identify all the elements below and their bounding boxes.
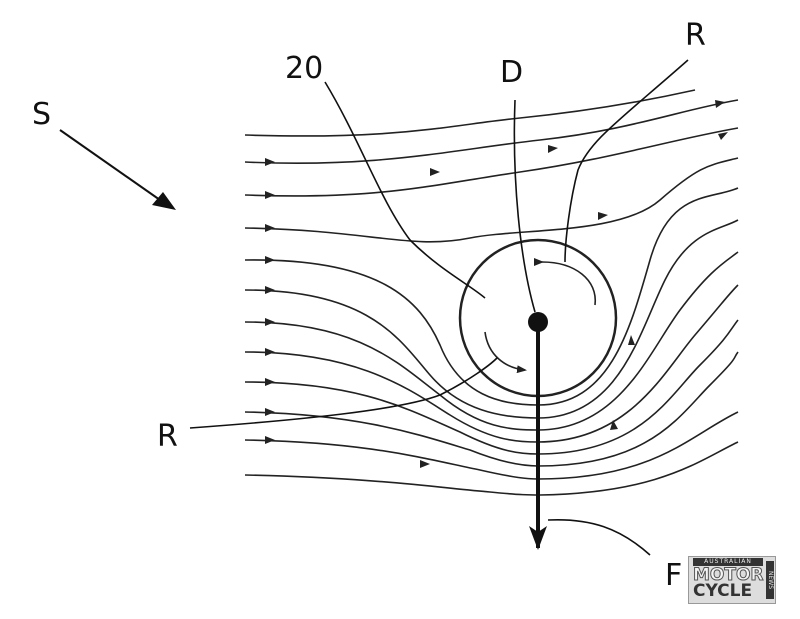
- flow-arrowhead: [265, 224, 275, 232]
- flow-arrowhead: [548, 145, 558, 153]
- label-r-bottom: R: [157, 419, 178, 454]
- flow-arrowhead: [715, 100, 725, 108]
- flow-arrowhead: [420, 460, 430, 468]
- flow-arrowhead: [598, 212, 608, 220]
- leader-line-f: [547, 518, 651, 556]
- rotation-axis-dot: [528, 312, 548, 332]
- flow-arrowhead: [265, 286, 275, 294]
- flow-arrowhead: [265, 256, 275, 264]
- flow-arrowhead: [265, 408, 275, 416]
- streamline: [244, 157, 739, 243]
- label-d: D: [500, 55, 523, 90]
- flow-arrowhead: [265, 436, 275, 444]
- rotation-arrow-bottom: [484, 331, 527, 374]
- leader-line-d: [513, 99, 536, 313]
- flow-arrowhead: [265, 378, 275, 386]
- leader-line-r-bottom: [189, 357, 498, 429]
- streamline: [244, 251, 739, 431]
- logo-side-text: NEWS: [766, 561, 774, 599]
- flow-arrowhead: [628, 335, 635, 345]
- streamline: [244, 319, 739, 455]
- streamline: [244, 441, 739, 496]
- flow-arrowhead: [265, 191, 275, 199]
- logo-line1: MOTOR: [693, 565, 765, 585]
- flow-arrowheads: [265, 100, 728, 468]
- flow-arrowhead: [265, 158, 275, 166]
- flow-arrowhead: [718, 132, 728, 140]
- streamline: [244, 127, 739, 197]
- system-arrowhead: [152, 192, 176, 210]
- label-f: F: [665, 558, 682, 593]
- leader-lines: [189, 59, 689, 556]
- streamline: [244, 219, 739, 419]
- label-s: S: [32, 97, 51, 132]
- streamline: [244, 411, 739, 480]
- logo-top-text: AUSTRALIAN: [693, 558, 763, 566]
- system-arrow: [59, 129, 161, 201]
- flow-arrowhead: [610, 420, 618, 430]
- watermark-logo: AUSTRALIAN MOTOR CYCLE NEWS: [688, 556, 776, 604]
- streamline: [244, 351, 739, 467]
- flow-arrowhead: [265, 348, 275, 356]
- flow-arrowhead: [430, 168, 440, 176]
- flow-arrowhead: [265, 318, 275, 326]
- streamline: [244, 99, 739, 164]
- label-20: 20: [285, 51, 323, 86]
- streamlines: [244, 89, 739, 496]
- leader-line-20: [324, 81, 486, 299]
- label-r-top: R: [685, 18, 706, 53]
- streamline: [244, 187, 739, 406]
- logo-line2: CYCLE: [693, 581, 753, 601]
- leader-line-r-top: [564, 59, 689, 263]
- rotation-arrow-top: [533, 257, 596, 306]
